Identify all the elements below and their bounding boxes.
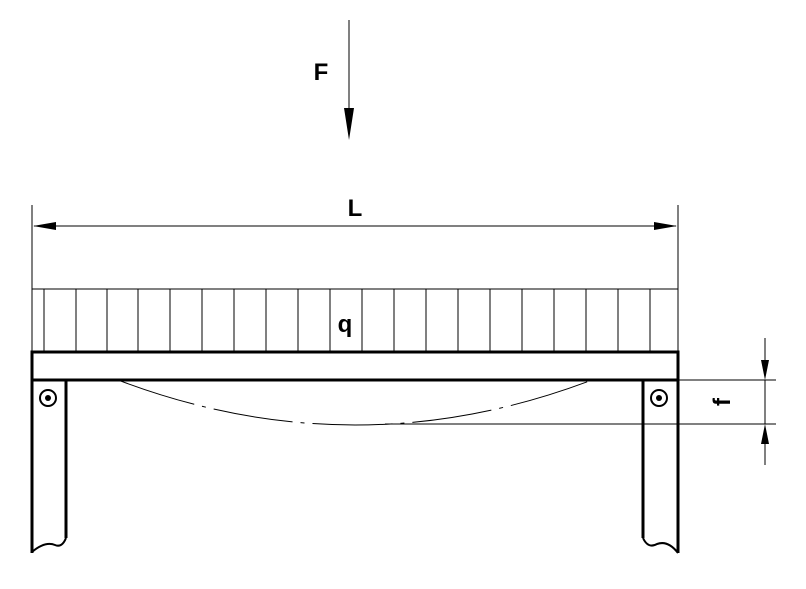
left-support [30, 380, 68, 553]
deflection-dimension [385, 338, 776, 465]
force-label: F [314, 59, 329, 86]
force-arrow [344, 20, 354, 140]
span-label: L [348, 195, 363, 222]
span-dimension [31, 205, 679, 352]
distributed-load-label: q [338, 311, 353, 338]
beam [30, 350, 680, 382]
deflection-label: f [709, 397, 736, 406]
right-support [641, 380, 680, 554]
left-pin-icon [39, 389, 57, 407]
deflection-curve [117, 379, 593, 426]
distributed-load [32, 288, 678, 352]
right-pin-icon [650, 389, 668, 407]
